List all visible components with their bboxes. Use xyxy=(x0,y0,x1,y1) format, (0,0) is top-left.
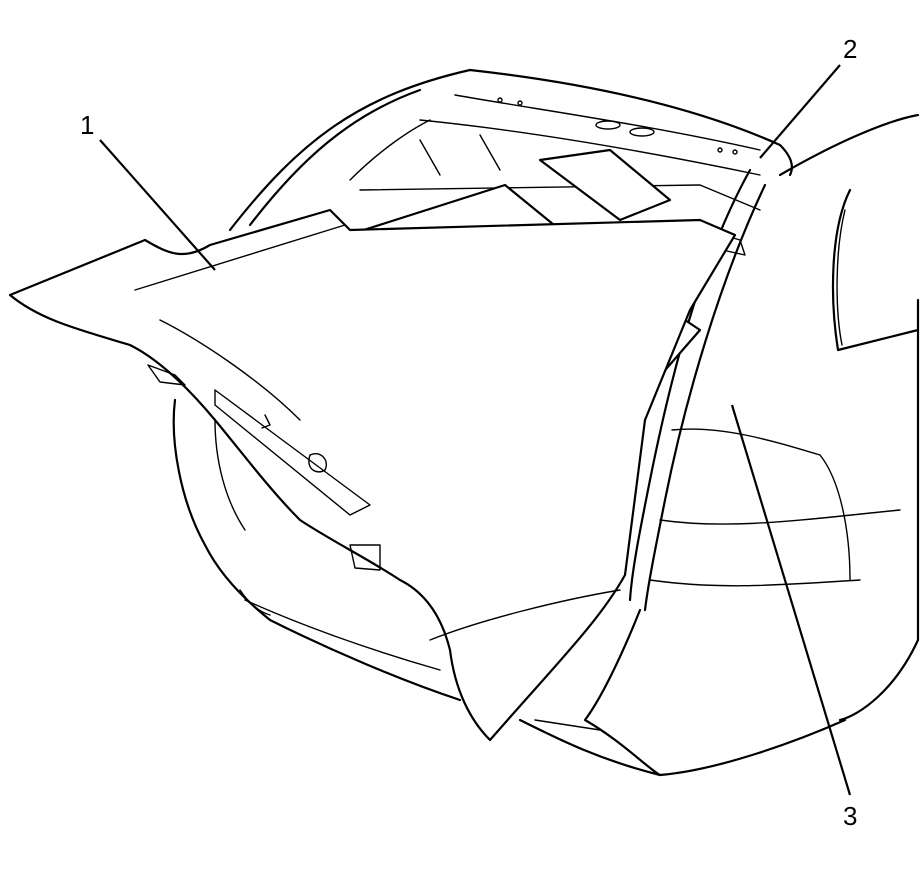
trunk-lid-trim-panel xyxy=(8,208,737,742)
callout-3: 3 xyxy=(843,801,858,831)
callout-leader-3 xyxy=(730,404,852,796)
rear-window-frame xyxy=(228,68,794,232)
callout-1: 1 xyxy=(80,110,95,140)
callout-leader-1 xyxy=(99,139,216,271)
callout-leader-2 xyxy=(759,64,841,159)
rear-bumper xyxy=(172,398,662,777)
callout-2: 2 xyxy=(843,34,858,64)
